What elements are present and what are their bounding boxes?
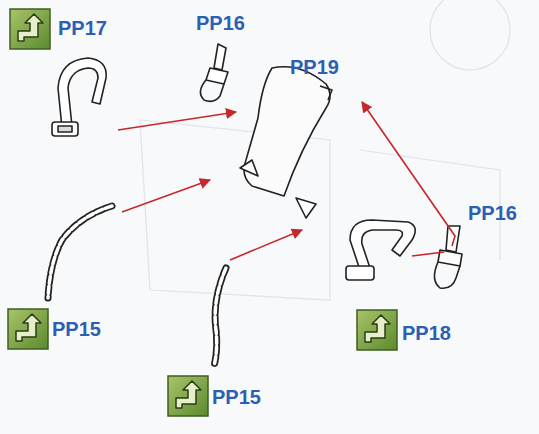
callout-label: PP17 [58,17,107,39]
chain [48,206,226,366]
background-watermark [140,0,510,300]
hook [200,80,224,101]
buckle [58,126,72,132]
buckle [346,266,374,280]
assembly-arrow [118,102,455,260]
reference-icon [8,309,48,349]
callout-label: PP16 [468,202,517,224]
part-drawings [52,44,462,288]
pouch-seam [320,86,332,100]
reference-icon [168,376,208,416]
pouch-ring [240,160,258,176]
hook-strap [214,44,226,70]
buckle [52,122,78,136]
callout-label: PP15 [212,386,261,408]
strap [58,58,106,128]
pouch [244,67,330,196]
reference-icon [357,310,397,350]
reference-icon [10,9,50,49]
callout-label: PP18 [402,322,451,344]
hook [206,68,228,84]
callout-label: PP16 [196,12,245,34]
strap [350,220,415,270]
callout-label: PP15 [52,318,101,340]
pouch-ring [296,198,316,218]
hook [434,262,460,288]
callout-label: PP19 [290,56,339,78]
hook-strap [446,226,460,252]
